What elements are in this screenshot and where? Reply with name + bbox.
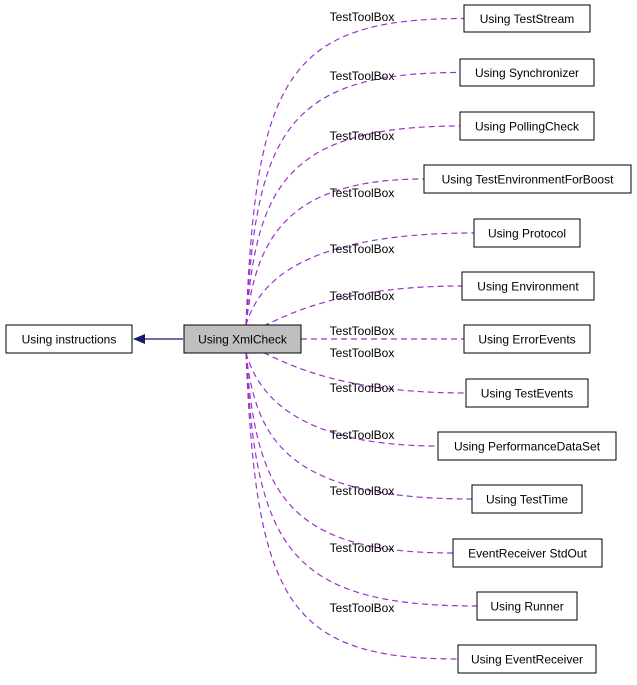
dependency-edge bbox=[245, 17, 465, 326]
node-box bbox=[463, 4, 591, 33]
node-using-xmlcheck[interactable]: Using XmlCheck bbox=[183, 324, 302, 354]
edge-label: TestToolBox bbox=[330, 129, 395, 143]
node-label: Using TestTime bbox=[486, 493, 568, 507]
node-box bbox=[437, 431, 617, 461]
dependency-edge bbox=[245, 232, 475, 326]
dependency-edges bbox=[245, 17, 478, 660]
node-label: Using PerformanceDataSet bbox=[454, 440, 601, 454]
dependency-edge bbox=[245, 352, 459, 660]
node-label: Using XmlCheck bbox=[198, 333, 288, 347]
node-using-instructions[interactable]: Using instructions bbox=[5, 324, 133, 354]
node-using-testevents[interactable]: Using TestEvents bbox=[465, 378, 589, 408]
edge-labels: TestToolBoxTestToolBoxTestToolBoxTestToo… bbox=[330, 10, 395, 615]
node-using-teststream[interactable]: Using TestStream bbox=[463, 4, 591, 33]
edge-label: TestToolBox bbox=[330, 69, 395, 83]
dependency-edge bbox=[245, 285, 463, 330]
node-using-synchronizer[interactable]: Using Synchronizer bbox=[459, 58, 595, 87]
node-label: Using ErrorEvents bbox=[478, 333, 575, 347]
node-box bbox=[423, 164, 632, 194]
node-label: Using Protocol bbox=[488, 227, 566, 241]
dependency-edge bbox=[245, 352, 439, 447]
edge-label: TestToolBox bbox=[330, 324, 395, 338]
edge-label: TestToolBox bbox=[330, 381, 395, 395]
node-box bbox=[465, 378, 589, 408]
dependency-edge bbox=[245, 352, 454, 554]
node-box bbox=[473, 218, 581, 248]
dependency-edge bbox=[245, 352, 478, 607]
edge-label: TestToolBox bbox=[330, 346, 395, 360]
edge-label: TestToolBox bbox=[330, 601, 395, 615]
node-label: Using TestEnvironmentForBoost bbox=[442, 173, 615, 187]
edge-label: TestToolBox bbox=[330, 541, 395, 555]
node-using-environment[interactable]: Using Environment bbox=[461, 271, 595, 301]
node-box bbox=[476, 591, 578, 621]
node-using-testenvironmentforboost[interactable]: Using TestEnvironmentForBoost bbox=[423, 164, 632, 194]
node-eventreceiver-stdout[interactable]: EventReceiver StdOut bbox=[452, 538, 603, 568]
node-using-runner[interactable]: Using Runner bbox=[476, 591, 578, 621]
node-using-eventreceiver[interactable]: Using EventReceiver bbox=[457, 644, 597, 674]
node-label: Using Synchronizer bbox=[475, 66, 579, 80]
node-label: Using EventReceiver bbox=[471, 653, 583, 667]
node-box bbox=[459, 111, 595, 141]
node-using-pollingcheck[interactable]: Using PollingCheck bbox=[459, 111, 595, 141]
dependency-edge bbox=[245, 125, 461, 326]
node-label: Using PollingCheck bbox=[475, 120, 580, 134]
node-label: Using instructions bbox=[22, 333, 117, 347]
node-label: Using Runner bbox=[490, 600, 563, 614]
edge-label: TestToolBox bbox=[330, 428, 395, 442]
dependency-edge bbox=[245, 348, 467, 394]
node-label: Using TestStream bbox=[480, 12, 574, 26]
node-using-testtime[interactable]: Using TestTime bbox=[471, 484, 583, 514]
edge-label: TestToolBox bbox=[330, 10, 395, 24]
node-using-errorevents[interactable]: Using ErrorEvents bbox=[463, 324, 591, 354]
node-label: Using TestEvents bbox=[481, 387, 574, 401]
dependency-edge bbox=[245, 71, 461, 326]
node-box bbox=[452, 538, 603, 568]
edge-label: TestToolBox bbox=[330, 186, 395, 200]
node-box bbox=[463, 324, 591, 354]
node-using-protocol[interactable]: Using Protocol bbox=[473, 218, 581, 248]
node-using-performancedataset[interactable]: Using PerformanceDataSet bbox=[437, 431, 617, 461]
dependency-edge bbox=[245, 352, 473, 500]
node-label: EventReceiver StdOut bbox=[468, 547, 587, 561]
node-box bbox=[461, 271, 595, 301]
edge-label: TestToolBox bbox=[330, 242, 395, 256]
edge-label: TestToolBox bbox=[330, 484, 395, 498]
node-label: Using Environment bbox=[477, 280, 579, 294]
node-box bbox=[457, 644, 597, 674]
dependency-edge bbox=[245, 178, 425, 326]
node-box bbox=[471, 484, 583, 514]
node-box bbox=[459, 58, 595, 87]
edge-label: TestToolBox bbox=[330, 289, 395, 303]
